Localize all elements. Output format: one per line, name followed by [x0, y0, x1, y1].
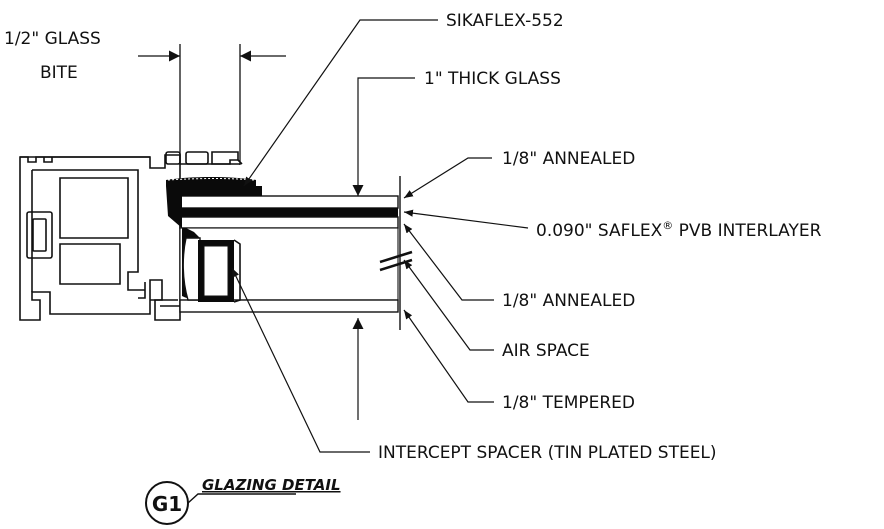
sealant-and-spacer: [166, 177, 262, 303]
interlayer-label-prefix: 0.090" SAFLEX: [536, 221, 663, 241]
interlayer-label-reg: ®: [662, 219, 673, 232]
glass-bite-label-line1: 1/2" GLASS: [4, 29, 101, 49]
air-space-label: AIR SPACE: [502, 341, 590, 361]
leader-lines: [231, 19, 529, 453]
glass-bite-label-line2: BITE: [40, 63, 78, 83]
annealed-mid-label: 1/8" ANNEALED: [502, 291, 635, 311]
spacer-label: INTERCEPT SPACER (TIN PLATED STEEL): [378, 443, 717, 463]
tempered-label: 1/8" TEMPERED: [502, 393, 635, 413]
thick-glass-label: 1" THICK GLASS: [424, 69, 561, 89]
detail-title-block: G1 GLAZING DETAIL: [145, 476, 341, 525]
interlayer-label-suffix: PVB INTERLAYER: [673, 221, 821, 241]
sikaflex-sealant: [166, 186, 262, 216]
glass-tempered: [179, 299, 399, 313]
glass-annealed-inner: [179, 216, 399, 229]
glass-bite-dimension: [138, 44, 286, 165]
aluminum-frame-section: [19, 151, 243, 321]
interlayer-label: 0.090" SAFLEX® PVB INTERLAYER: [536, 219, 822, 241]
annealed-top-label: 1/8" ANNEALED: [502, 149, 635, 169]
detail-title: GLAZING DETAIL: [202, 476, 341, 494]
sikaflex-label: SIKAFLEX-552: [446, 11, 564, 31]
glass-annealed-outer: [179, 195, 399, 209]
pvb-interlayer: [180, 208, 398, 217]
detail-bubble-id: G1: [152, 492, 182, 516]
